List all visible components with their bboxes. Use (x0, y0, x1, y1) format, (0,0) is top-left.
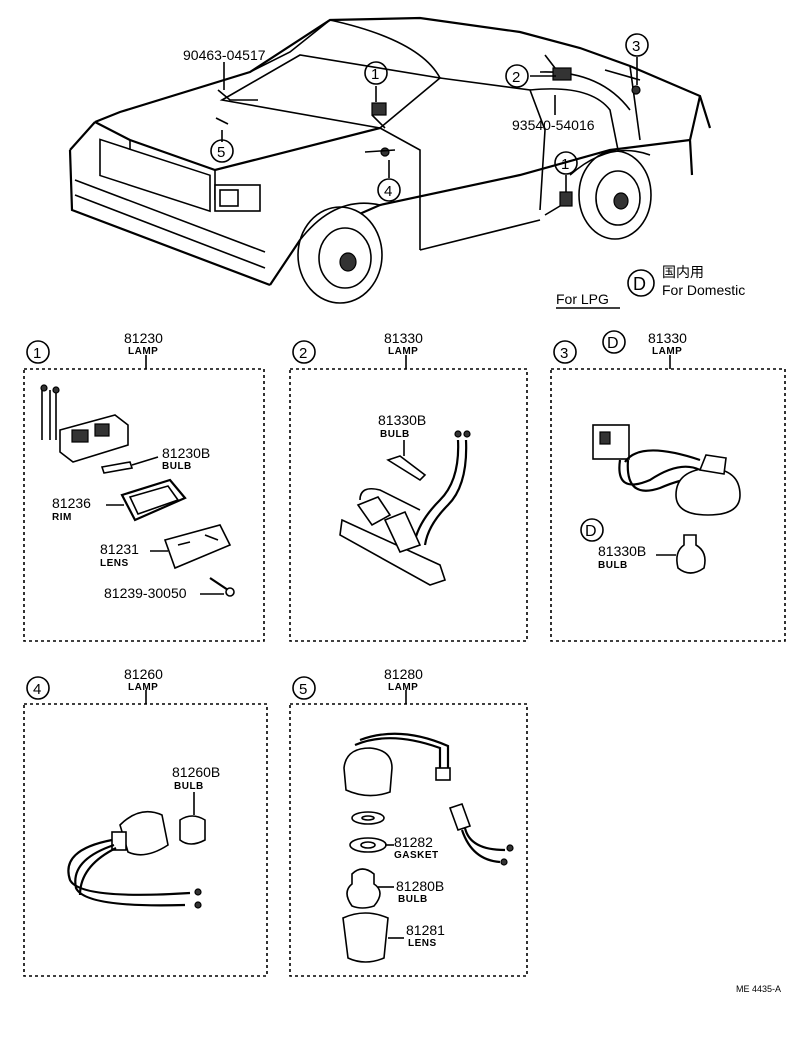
car-callout-1-side: 1 (554, 151, 578, 175)
panel-3-bulb-label: BULB (598, 560, 628, 571)
panel-3-part-type: LAMP (652, 346, 682, 357)
svg-text:2: 2 (299, 345, 307, 362)
svg-text:D: D (633, 274, 646, 294)
car-callout-3: 3 (625, 33, 649, 57)
svg-text:D: D (585, 523, 597, 540)
svg-text:D: D (607, 335, 619, 352)
panel-4-callout: 4 (26, 676, 50, 700)
legend-japanese-label: 国内用 (662, 264, 704, 280)
legend-for-domestic: For Domestic (662, 282, 745, 298)
panel-1-bulb-part: 81230B (162, 445, 210, 461)
panel-3-part-number: 81330 (648, 330, 687, 346)
svg-text:1: 1 (561, 156, 569, 173)
panel-1-rim-part: 81236 (52, 495, 91, 511)
car-part-number-b: 93540-54016 (512, 117, 595, 133)
panel-3: 3 D 81330 LAMP D 81330B BULB (550, 330, 786, 642)
panel-3-bulb-part: 81330B (598, 543, 646, 559)
panel-5-gasket-part: 81282 (394, 834, 433, 850)
panel-5-part-number: 81280 (384, 666, 423, 682)
panel-1-part-type: LAMP (128, 346, 158, 357)
legend-domestic-symbol: D (627, 269, 655, 297)
panel-5-bulb-part: 81280B (396, 878, 444, 894)
panel-4-bulb-part: 81260B (172, 764, 220, 780)
panel-1-rim-label: RIM (52, 512, 72, 523)
svg-text:3: 3 (560, 345, 568, 362)
panel-1-lens-label: LENS (100, 558, 129, 569)
diagram-code: ME 4435-A (736, 984, 781, 994)
panel-5-lens-label: LENS (408, 938, 437, 949)
panel-2: 2 81330 LAMP 81330B BULB (289, 330, 528, 642)
car-callout-1-top: 1 (364, 61, 388, 85)
panel-3-callout: 3 (553, 340, 577, 364)
panel-5-part-type: LAMP (388, 682, 418, 693)
panel-1-lens-part: 81231 (100, 541, 139, 557)
panel-2-part-type: LAMP (388, 346, 418, 357)
car-callout-4: 4 (377, 178, 401, 202)
svg-text:5: 5 (299, 681, 307, 698)
panel-1-bulb-label: BULB (162, 461, 192, 472)
svg-text:4: 4 (33, 681, 41, 698)
panel-5-bulb-label: BULB (398, 894, 428, 905)
svg-text:3: 3 (632, 38, 640, 55)
panel-1-callout: 1 (26, 340, 50, 364)
panel-1-part-number: 81230 (124, 330, 163, 346)
car-callout-2: 2 (505, 64, 529, 88)
svg-text:1: 1 (371, 66, 379, 83)
panel-3-domestic-mark: D (602, 330, 626, 354)
legend-for-lpg: For LPG (556, 291, 609, 307)
panel-5-lens-part: 81281 (406, 922, 445, 938)
panel-4-part-number: 81260 (124, 666, 163, 682)
panel-1-screw-part: 81239-30050 (104, 585, 187, 601)
panel-4: 4 81260 LAMP 81260B BULB (23, 666, 268, 977)
car-callout-5: 5 (210, 139, 234, 163)
car-illustration (68, 16, 712, 304)
panel-5: 5 81280 LAMP 81282 GASKET 81280B BULB 81… (289, 666, 528, 977)
panel-1: 1 81230 LAMP 81230B BULB 81236 RIM 81231… (23, 330, 265, 642)
svg-text:2: 2 (512, 69, 520, 86)
panel-5-callout: 5 (292, 676, 316, 700)
svg-text:1: 1 (33, 345, 41, 362)
panel-2-bulb-label: BULB (380, 429, 410, 440)
panel-2-bulb-part: 81330B (378, 412, 426, 428)
panel-3-bulb-domestic-mark: D (580, 518, 604, 542)
panel-2-part-number: 81330 (384, 330, 423, 346)
panel-4-bulb-label: BULB (174, 781, 204, 792)
car-part-number-a: 90463-04517 (183, 47, 266, 63)
panel-4-part-type: LAMP (128, 682, 158, 693)
panel-5-gasket-label: GASKET (394, 850, 439, 861)
panel-2-callout: 2 (292, 340, 316, 364)
svg-text:5: 5 (217, 144, 225, 161)
svg-text:4: 4 (384, 183, 392, 200)
